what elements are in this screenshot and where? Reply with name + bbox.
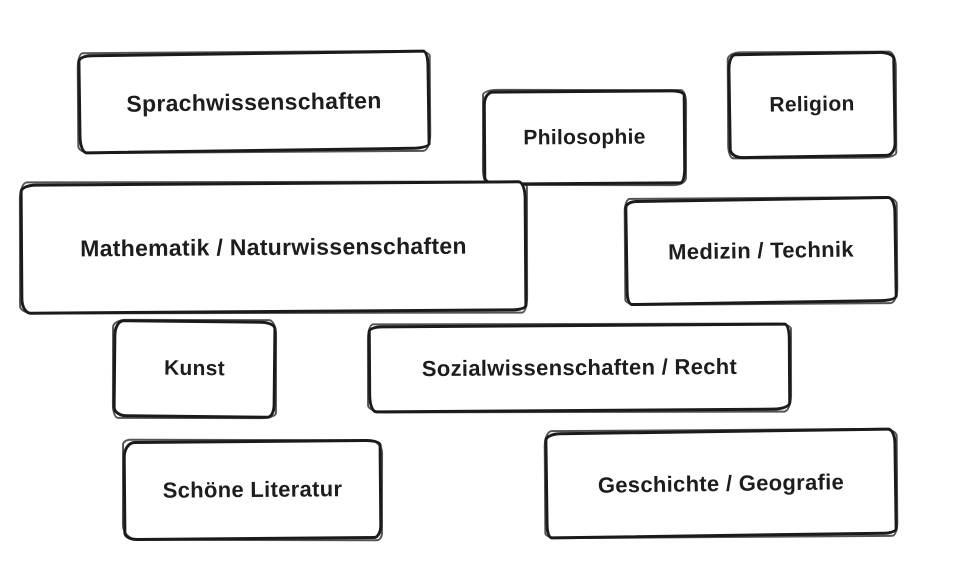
- category-label-sprachwissenschaften: Sprachwissenschaften: [126, 86, 382, 117]
- category-box-kunst[interactable]: Kunst: [112, 319, 277, 419]
- category-label-philosophie: Philosophie: [523, 125, 646, 149]
- category-label-religion: Religion: [769, 92, 855, 117]
- category-box-religion[interactable]: Religion: [727, 50, 897, 160]
- category-box-sprachwissenschaften[interactable]: Sprachwissenschaften: [77, 49, 431, 155]
- category-box-mathematik-naturwissenschaften[interactable]: Mathematik / Naturwissenschaften: [19, 180, 528, 315]
- category-label-geschichte-geografie: Geschichte / Geografie: [597, 468, 845, 498]
- category-label-schoene-literatur: Schöne Literatur: [162, 476, 343, 503]
- category-label-kunst: Kunst: [163, 356, 226, 381]
- category-label-sozialwissenschaften-recht: Sozialwissenschaften / Recht: [421, 353, 738, 382]
- category-box-philosophie[interactable]: Philosophie: [482, 89, 687, 186]
- category-label-medizin-technik: Medizin / Technik: [667, 236, 854, 265]
- category-box-sozialwissenschaften-recht[interactable]: Sozialwissenschaften / Recht: [367, 322, 792, 414]
- category-box-medizin-technik[interactable]: Medizin / Technik: [624, 195, 898, 307]
- category-box-schoene-literatur[interactable]: Schöne Literatur: [122, 438, 383, 542]
- category-box-geschichte-geografie[interactable]: Geschichte / Geografie: [544, 427, 898, 540]
- category-label-mathematik-naturwissenschaften: Mathematik / Naturwissenschaften: [80, 232, 467, 262]
